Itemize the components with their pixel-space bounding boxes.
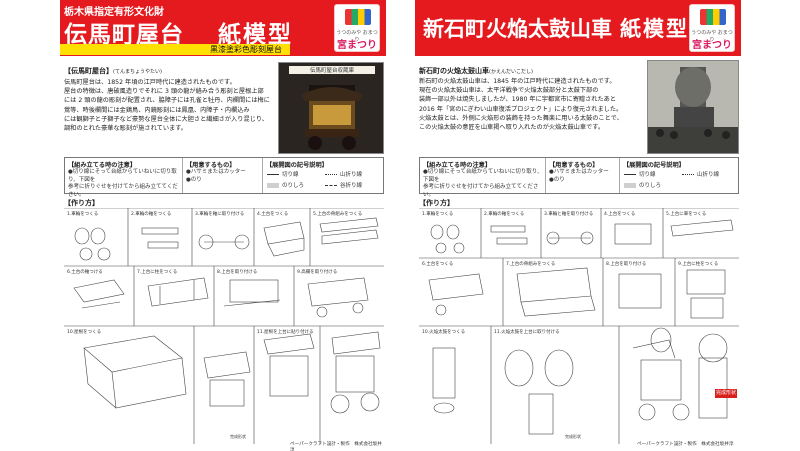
right-step-8: 8.上台を取り付ける xyxy=(606,262,647,267)
left-credit: ペーパークラフト設計・製作 株式会社坂井淳 xyxy=(290,442,382,451)
legend-mountain-fold: 山折り線 xyxy=(325,170,362,178)
left-intro-heading: 【伝馬町屋台】(てんまちょうやたい) xyxy=(64,67,162,75)
left-step-7: 7.上台に柱をつくる xyxy=(137,270,178,275)
right-step-1: 1.車輪をつくる xyxy=(422,212,454,217)
left-notes-box: 【組み立てる時の注意】 ●切り線にそって台紙からていねいに切り取り、下図を 参考… xyxy=(64,157,384,198)
left-step-10: 10.屋根をつくる xyxy=(67,330,102,335)
mikoshi-icon xyxy=(345,9,371,25)
right-title-2: 紙模型 xyxy=(620,17,689,41)
dashi-photo xyxy=(647,60,739,154)
mikoshi-icon xyxy=(700,9,726,25)
left-subtitle: 栃木県指定有形文化財 xyxy=(64,7,164,18)
right-step-9: 9.上台に柱をつくる xyxy=(678,262,719,267)
right-intro-text: 新石町の火焔太鼓山車は、1845 年の江戸時代に建造されたものです。 現在の火焔… xyxy=(419,78,623,132)
left-step-1: 1.車輪をつくる xyxy=(67,212,99,217)
right-step-7: 7.上台の骨組みをつくる xyxy=(506,262,556,267)
left-title: 伝馬町屋台 xyxy=(64,22,184,48)
right-sheet: 新石町火焔太鼓山車 紙模型 うつのみや おまつり 宮まつり 新石町の火焔太鼓山車… xyxy=(415,0,741,451)
right-credit: ペーパークラフト設計・製作 株式会社坂井淳 xyxy=(637,442,734,447)
right-finished-label: 完成形状 xyxy=(565,434,581,439)
left-step-5: 5.上台の骨組みをつくる xyxy=(313,212,363,217)
dashi-photo-image xyxy=(648,61,738,153)
festival-logo-right: うつのみや おまつり 宮まつり xyxy=(689,4,735,52)
right-step-5: 5.上台に車をつくる xyxy=(666,212,707,217)
right-intro-heading: 新石町の火焔太鼓山車(かえんだいこだし) xyxy=(419,67,533,75)
left-step-6: 6.土台の軸つける xyxy=(67,270,103,275)
legend-cut-line: 切り線 xyxy=(267,170,299,178)
left-step-3: 3.車輪を軸に取り付ける xyxy=(195,212,245,217)
festival-logo-left: うつのみや おまつり 宮まつり xyxy=(334,4,380,52)
left-header: 栃木県指定有形文化財 伝馬町屋台 紙模型 黒漆塗彩色彫刻屋台 うつのみや おまつ… xyxy=(60,0,386,56)
left-intro-text: 伝馬町屋台は、1852 年頃の江戸時代に建造されたものです。 屋台の特徴は、唐破… xyxy=(64,79,270,133)
legend-cut-line: 切り線 xyxy=(624,170,656,178)
right-step-4: 4.上台をつくる xyxy=(604,212,636,217)
left-step-4: 4.土台をつくる xyxy=(257,212,289,217)
right-step-6: 6.土台をつくる xyxy=(422,262,454,267)
yatai-photo: 伝馬町屋台収蔵庫 xyxy=(278,62,384,154)
right-assembly-diagram xyxy=(419,208,739,444)
right-step-3: 3.車輪と軸を取り付ける xyxy=(544,212,594,217)
legend-glue: のりしろ xyxy=(267,181,304,189)
right-step-11: 11.火焔太鼓を上台に取り付ける xyxy=(494,330,560,335)
right-header: 新石町火焔太鼓山車 紙模型 うつのみや おまつり 宮まつり xyxy=(415,0,741,56)
left-sheet: 栃木県指定有形文化財 伝馬町屋台 紙模型 黒漆塗彩色彫刻屋台 うつのみや おまつ… xyxy=(60,0,386,451)
left-step-9: 9.高欄を取り付ける xyxy=(297,270,338,275)
left-step-2: 2.車輪の軸をつくる xyxy=(131,212,172,217)
right-title: 新石町火焔太鼓山車 xyxy=(423,17,612,41)
legend-valley-fold: 谷折り線 xyxy=(325,181,362,189)
left-step-11: 11.屋根を上台に貼り付ける xyxy=(257,330,314,335)
page-gutter xyxy=(396,0,406,451)
right-step-10: 10.火焔太鼓をつくる xyxy=(422,330,466,335)
finished-badge: 完成形状 xyxy=(715,389,737,398)
right-howto-heading: 【作り方】 xyxy=(419,199,454,207)
legend-mountain-fold: 山折り線 xyxy=(682,170,719,178)
yatai-photo-image xyxy=(301,85,363,150)
left-step-8: 8.上台を取り付ける xyxy=(217,270,258,275)
legend-glue: のりしろ xyxy=(624,181,661,189)
left-howto-heading: 【作り方】 xyxy=(64,199,99,207)
right-notes-box: 【組み立てる時の注意】 ●切り線にそって台紙からていねいに切り取り、下図を 参考… xyxy=(419,157,739,198)
left-assembly-diagram xyxy=(64,208,384,444)
right-step-2: 2.車輪の軸をつくる xyxy=(484,212,525,217)
left-finished-label: 完成形状 xyxy=(230,434,246,439)
left-strip: 黒漆塗彩色彫刻屋台 xyxy=(60,44,290,55)
left-title-2: 紙模型 xyxy=(218,22,293,48)
